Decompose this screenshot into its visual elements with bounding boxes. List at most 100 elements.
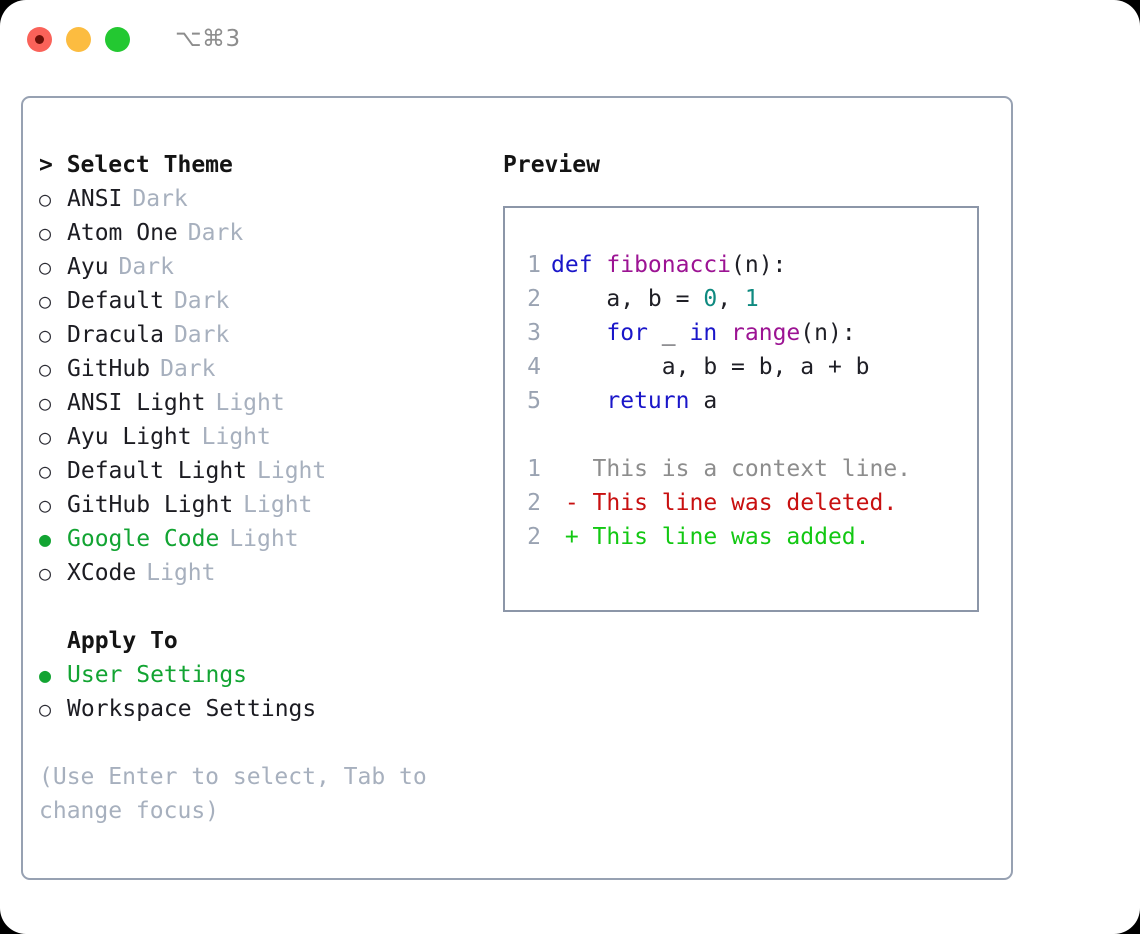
code-line: 5 return a bbox=[505, 384, 977, 418]
line-number: 2 bbox=[527, 286, 541, 312]
token-num: 0 bbox=[703, 286, 718, 312]
token-pl: , bbox=[717, 286, 745, 312]
apply-to-option-workspace-settings[interactable]: ○Workspace Settings bbox=[39, 692, 493, 726]
radio-unselected-icon: ○ bbox=[39, 493, 52, 517]
theme-option-label: Atom One bbox=[67, 220, 178, 246]
line-number: 2 bbox=[527, 490, 541, 516]
theme-option-tag: Light bbox=[215, 390, 285, 416]
maximize-window-icon[interactable] bbox=[105, 26, 130, 52]
theme-option-label: Google Code bbox=[67, 526, 220, 552]
token-pl: _ bbox=[647, 320, 690, 346]
theme-option-tag: Light bbox=[201, 424, 271, 450]
line-number: 3 bbox=[527, 320, 541, 346]
theme-option-label: Ayu bbox=[67, 254, 109, 280]
token-kw: def bbox=[551, 252, 607, 278]
theme-option-ansi-light[interactable]: ○ ANSI Light Light bbox=[39, 386, 493, 420]
theme-option-github[interactable]: ○ GitHub Dark bbox=[39, 352, 493, 386]
token-fn: range bbox=[731, 320, 801, 346]
section-spacer bbox=[39, 590, 493, 624]
token-fn: fibonacci bbox=[606, 252, 732, 278]
theme-option-label: Default Light bbox=[67, 458, 248, 484]
code-line: 3 for _ in range(n): bbox=[505, 316, 977, 350]
minimize-window-icon[interactable] bbox=[66, 26, 91, 52]
token-kw: return bbox=[606, 388, 690, 414]
theme-option-tag: Dark bbox=[173, 322, 230, 348]
theme-option-tag: Light bbox=[257, 458, 327, 484]
diff-line: 2 + This line was added. bbox=[505, 520, 977, 554]
code-diff-spacer bbox=[505, 418, 977, 452]
code-line: 1 def fibonacci(n): bbox=[505, 248, 977, 282]
line-number: 4 bbox=[527, 354, 541, 380]
theme-option-label: XCode bbox=[67, 560, 137, 586]
close-window-icon[interactable] bbox=[27, 26, 52, 52]
token-pl: (n): bbox=[800, 320, 856, 346]
code-line-content: a, b = b, a + b bbox=[551, 350, 870, 384]
apply-to-list: ●User Settings○Workspace Settings bbox=[39, 658, 493, 726]
diff-line: 1 This is a context line. bbox=[505, 452, 977, 486]
diff-line: 2 - This line was deleted. bbox=[505, 486, 977, 520]
code-line: 2 a, b = 0, 1 bbox=[505, 282, 977, 316]
radio-unselected-icon: ○ bbox=[39, 187, 52, 211]
token-kw: in bbox=[689, 320, 718, 346]
token-pl: (n): bbox=[731, 252, 787, 278]
diff-line-content: + This line was added. bbox=[551, 520, 870, 554]
radio-selected-icon: ● bbox=[39, 527, 52, 551]
token-pl: a bbox=[689, 388, 718, 414]
token-ctx: This is a context line. bbox=[551, 456, 912, 482]
token-kw: for bbox=[606, 320, 648, 346]
theme-option-default-light[interactable]: ○ Default Light Light bbox=[39, 454, 493, 488]
token-num: 1 bbox=[744, 286, 759, 312]
theme-option-label: GitHub bbox=[67, 356, 151, 382]
theme-option-label: ANSI bbox=[67, 186, 123, 212]
radio-unselected-icon: ○ bbox=[39, 357, 52, 381]
select-theme-heading: > Select Theme bbox=[39, 152, 233, 178]
line-number: 1 bbox=[527, 456, 541, 482]
radio-unselected-icon: ○ bbox=[39, 391, 52, 415]
radio-unselected-icon: ○ bbox=[39, 289, 52, 313]
apply-to-option-user-settings[interactable]: ●User Settings bbox=[39, 658, 493, 692]
theme-option-label: Dracula bbox=[67, 322, 164, 348]
theme-option-label: ANSI Light bbox=[67, 390, 206, 416]
token-del: - This line was deleted. bbox=[551, 490, 898, 516]
radio-unselected-icon: ○ bbox=[39, 697, 52, 721]
theme-option-tag: Dark bbox=[132, 186, 188, 212]
line-number: 1 bbox=[527, 252, 541, 278]
preview-heading: Preview bbox=[503, 152, 600, 178]
keyboard-hint-text: (Use Enter to select, Tab to change focu… bbox=[39, 764, 427, 824]
radio-unselected-icon: ○ bbox=[39, 425, 52, 449]
theme-option-google-code[interactable]: ● Google Code Light bbox=[39, 522, 493, 556]
title-bar: ⌥⌘3 bbox=[0, 0, 1140, 78]
theme-option-dracula[interactable]: ○ Dracula Dark bbox=[39, 318, 493, 352]
diff-line-content: - This line was deleted. bbox=[551, 486, 897, 520]
token-pl bbox=[551, 320, 606, 346]
code-line-content: a, b = 0, 1 bbox=[551, 282, 759, 316]
theme-option-ansi[interactable]: ○ ANSI Dark bbox=[39, 182, 493, 216]
radio-unselected-icon: ○ bbox=[39, 323, 52, 347]
radio-unselected-icon: ○ bbox=[39, 459, 52, 483]
token-pl: a, b = bbox=[551, 286, 704, 312]
token-pl bbox=[551, 388, 606, 414]
token-pl: a, b = b, a + b bbox=[551, 354, 870, 380]
line-number: 5 bbox=[527, 388, 541, 414]
theme-option-tag: Light bbox=[229, 526, 299, 552]
code-line: 4 a, b = b, a + b bbox=[505, 350, 977, 384]
apply-to-option-label: User Settings bbox=[67, 662, 248, 688]
token-pl bbox=[717, 320, 731, 346]
keyboard-shortcut-label: ⌥⌘3 bbox=[175, 26, 241, 52]
theme-option-tag: Light bbox=[146, 560, 216, 586]
apply-to-heading: Apply To bbox=[67, 628, 178, 654]
theme-option-label: Default bbox=[67, 288, 164, 314]
theme-option-tag: Dark bbox=[160, 356, 216, 382]
